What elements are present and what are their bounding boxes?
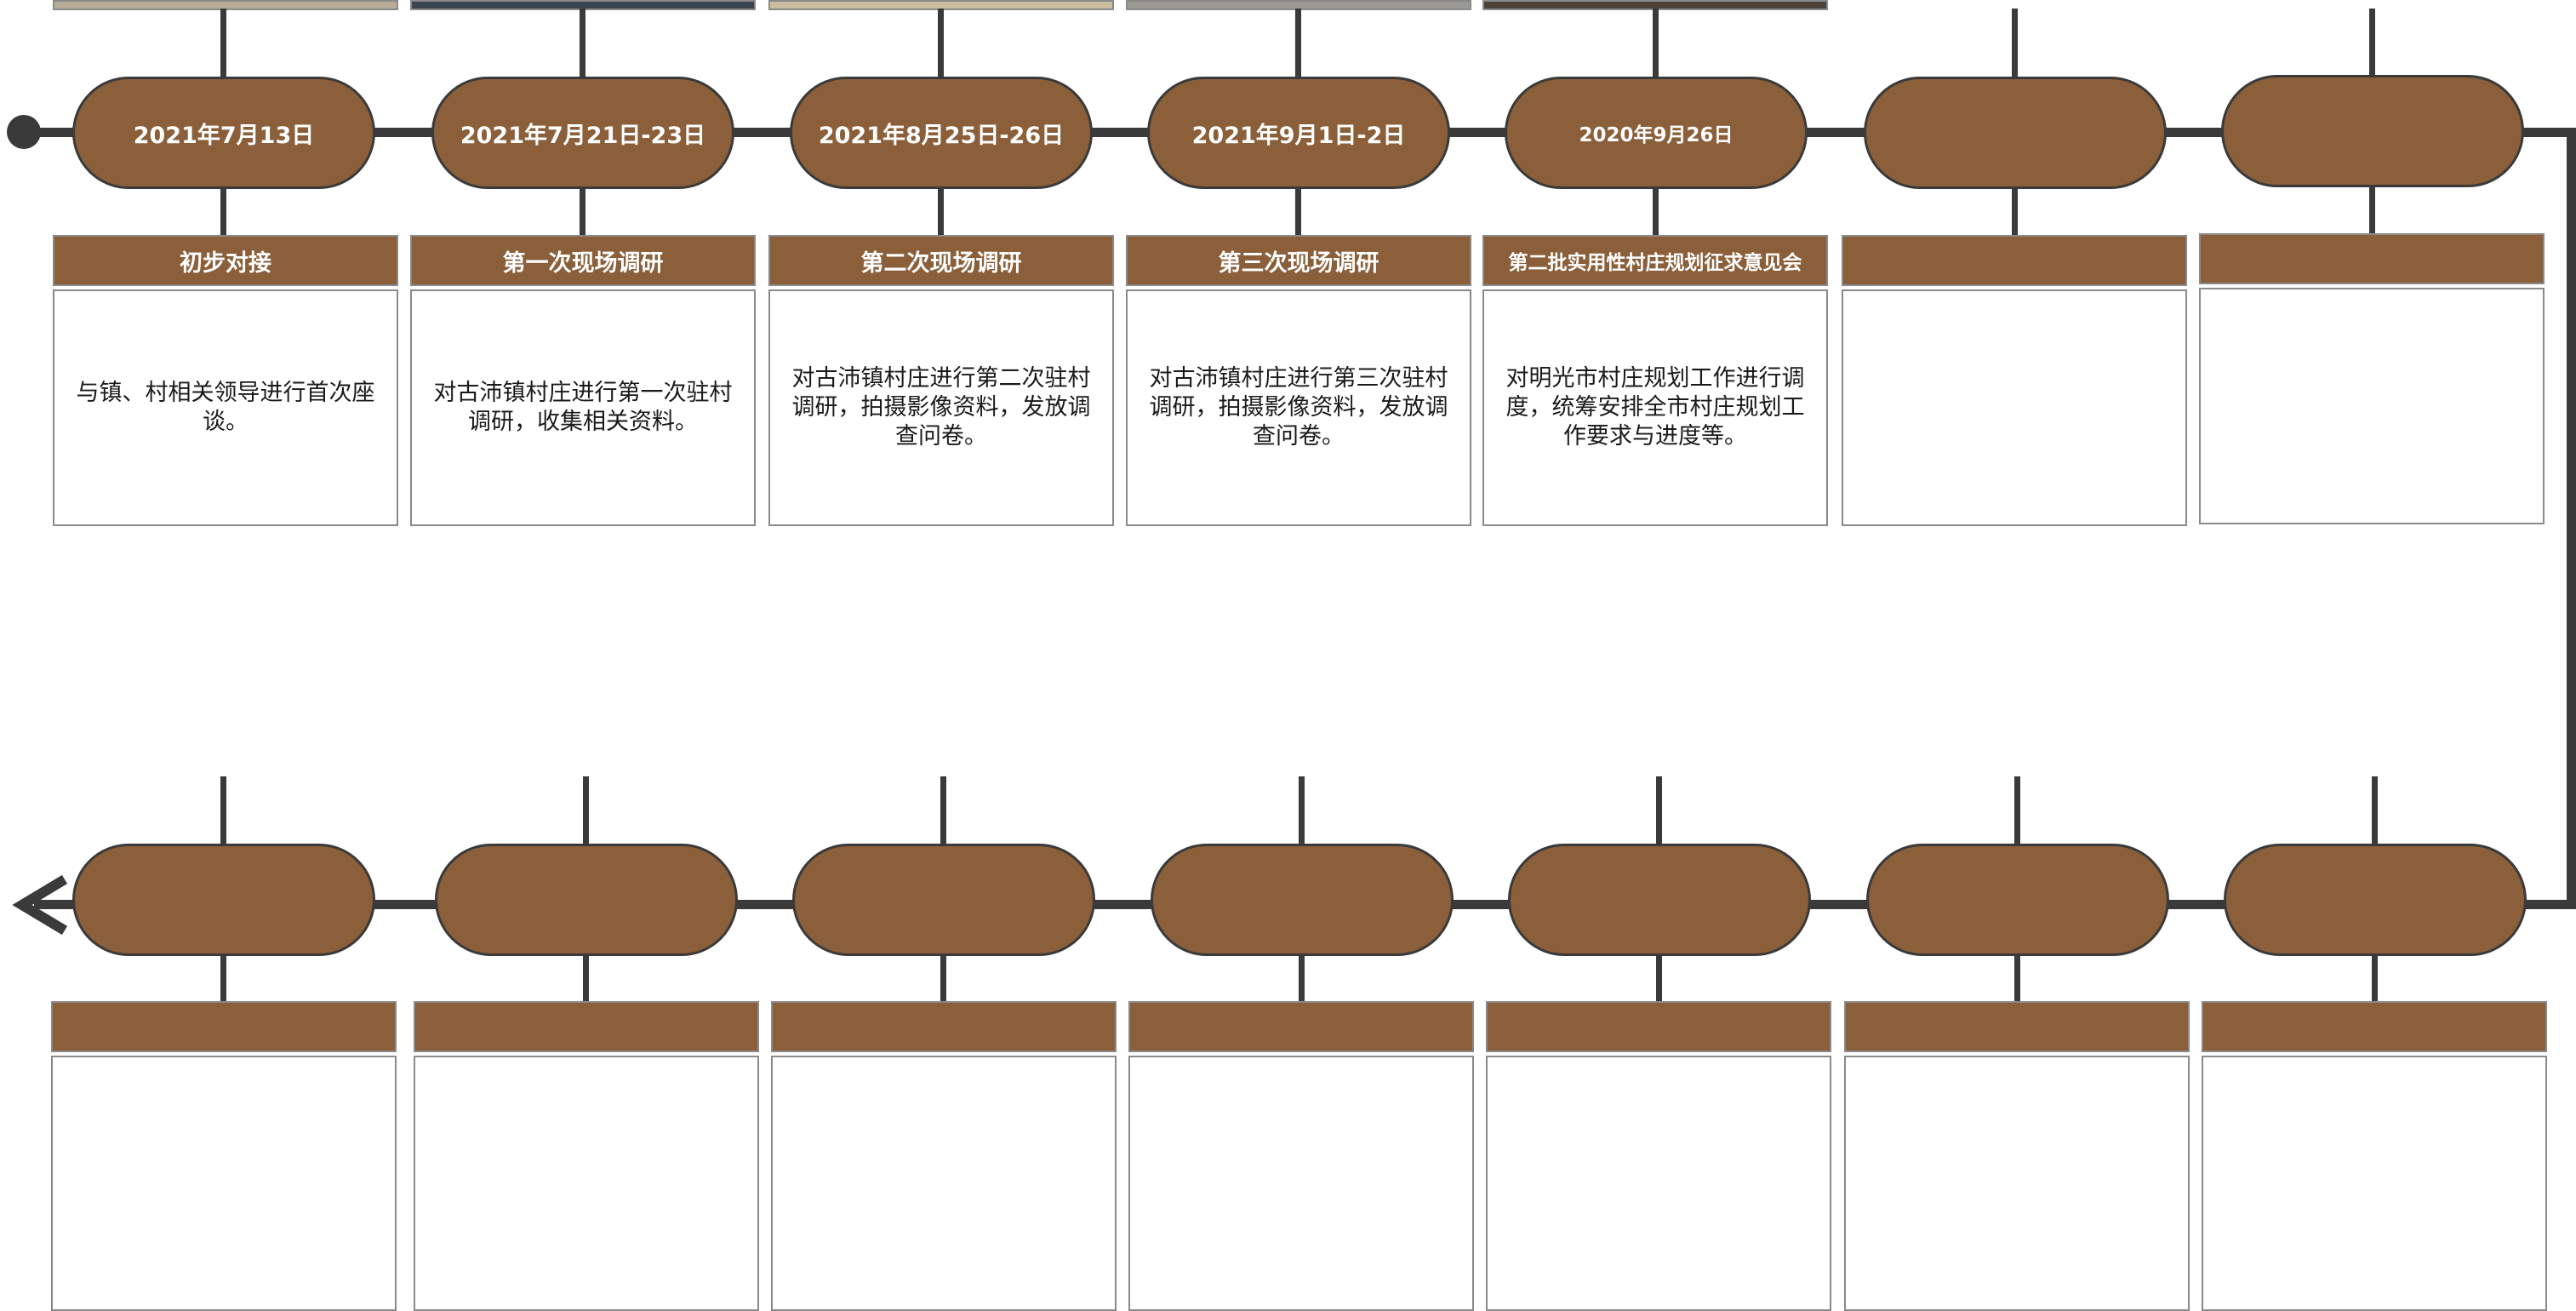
stage-title-bar [51, 1001, 397, 1052]
stage-description-box: 对古沛镇村庄进行第一次驻村调研，收集相关资料。 [410, 289, 756, 526]
stage-date: 2020年9月26日 [1579, 124, 1734, 146]
stage-description-box [1128, 1056, 1474, 1311]
stage-date-pill [72, 844, 375, 956]
stage-title-bar [1128, 1001, 1474, 1052]
stage-date-pill [2221, 75, 2524, 187]
stage-date-pill [1151, 844, 1454, 956]
stage-date-pill [792, 844, 1095, 956]
stage-title-bar [2202, 1001, 2547, 1052]
stage-description-box: 与镇、村相关领导进行首次座谈。 [53, 289, 398, 526]
stage-date-pill: 2021年7月13日 [72, 77, 375, 189]
stage-date-pill [1866, 844, 2169, 956]
stage-title: 第三次现场调研 [1218, 249, 1379, 277]
stage-description-box [1844, 1056, 2190, 1311]
stage-title-bar [771, 1001, 1117, 1052]
stage-date: 2021年7月21日-23日 [460, 122, 706, 149]
stage-description-box: 对古沛镇村庄进行第二次驻村调研，拍摄影像资料，发放调查问卷。 [768, 289, 1114, 526]
stage-description: 与镇、村相关领导进行首次座谈。 [76, 380, 375, 435]
stage-title-bar [2199, 233, 2545, 284]
stage-date-pill: 2021年9月1日-2日 [1147, 77, 1450, 189]
stage-date: 2021年9月1日-2日 [1191, 122, 1406, 149]
stage-title-bar: 第一次现场调研 [410, 235, 756, 286]
stage-date-pill: 2020年9月26日 [1505, 77, 1808, 189]
stage-description-box [2202, 1056, 2547, 1311]
stage-title-bar [1844, 1001, 2190, 1052]
stage-description-box [1842, 289, 2187, 526]
timeline-start-dot [7, 115, 41, 149]
stage-date-pill [2224, 844, 2527, 956]
stage-description-box: 对古沛镇村庄进行第三次驻村调研，拍摄影像资料，发放调查问卷。 [1126, 289, 1471, 526]
stage-title-bar [1486, 1001, 1831, 1052]
stage-date-pill [435, 844, 738, 956]
stage-description: 对古沛镇村庄进行第一次驻村调研，收集相关资料。 [433, 380, 733, 435]
stage-description-box [771, 1056, 1117, 1311]
stage-title-bar: 初步对接 [53, 235, 398, 286]
stage-date-pill: 2021年7月21日-23日 [431, 77, 734, 189]
stage-description-box [414, 1056, 759, 1311]
stage-description-box: 对明光市村庄规划工作进行调度，统筹安排全市村庄规划工作要求与进度等。 [1482, 289, 1828, 526]
stage-date-pill: 2021年8月25日-26日 [790, 77, 1093, 189]
stage-title-bar: 第三次现场调研 [1126, 235, 1471, 286]
stage-description-box [1486, 1056, 1831, 1311]
stage-date-pill [1864, 77, 2167, 189]
stage-title: 初步对接 [180, 249, 271, 277]
stage-date-pill [1508, 844, 1811, 956]
stage-description-box [51, 1056, 397, 1311]
stage-description: 对古沛镇村庄进行第二次驻村调研，拍摄影像资料，发放调查问卷。 [791, 365, 1091, 449]
stage-title-bar [414, 1001, 759, 1052]
stage-title: 第一次现场调研 [502, 249, 664, 277]
stage-date: 2021年7月13日 [133, 122, 315, 149]
stage-title-bar: 第二次现场调研 [768, 235, 1114, 286]
stage-title: 第二次现场调研 [860, 249, 1022, 277]
stage-title-bar [1842, 235, 2187, 286]
stage-title-bar: 第二批实用性村庄规划征求意见会 [1482, 235, 1828, 286]
stage-title: 第二批实用性村庄规划征求意见会 [1508, 252, 1802, 274]
stage-date: 2021年8月25日-26日 [818, 122, 1065, 149]
timeline-connector-right [2567, 128, 2576, 909]
stage-description: 对古沛镇村庄进行第三次驻村调研，拍摄影像资料，发放调查问卷。 [1149, 365, 1448, 449]
stage-description-box [2199, 288, 2545, 524]
timeline-arrow-icon [12, 874, 68, 936]
stage-description: 对明光市村庄规划工作进行调度，统筹安排全市村庄规划工作要求与进度等。 [1505, 365, 1805, 449]
